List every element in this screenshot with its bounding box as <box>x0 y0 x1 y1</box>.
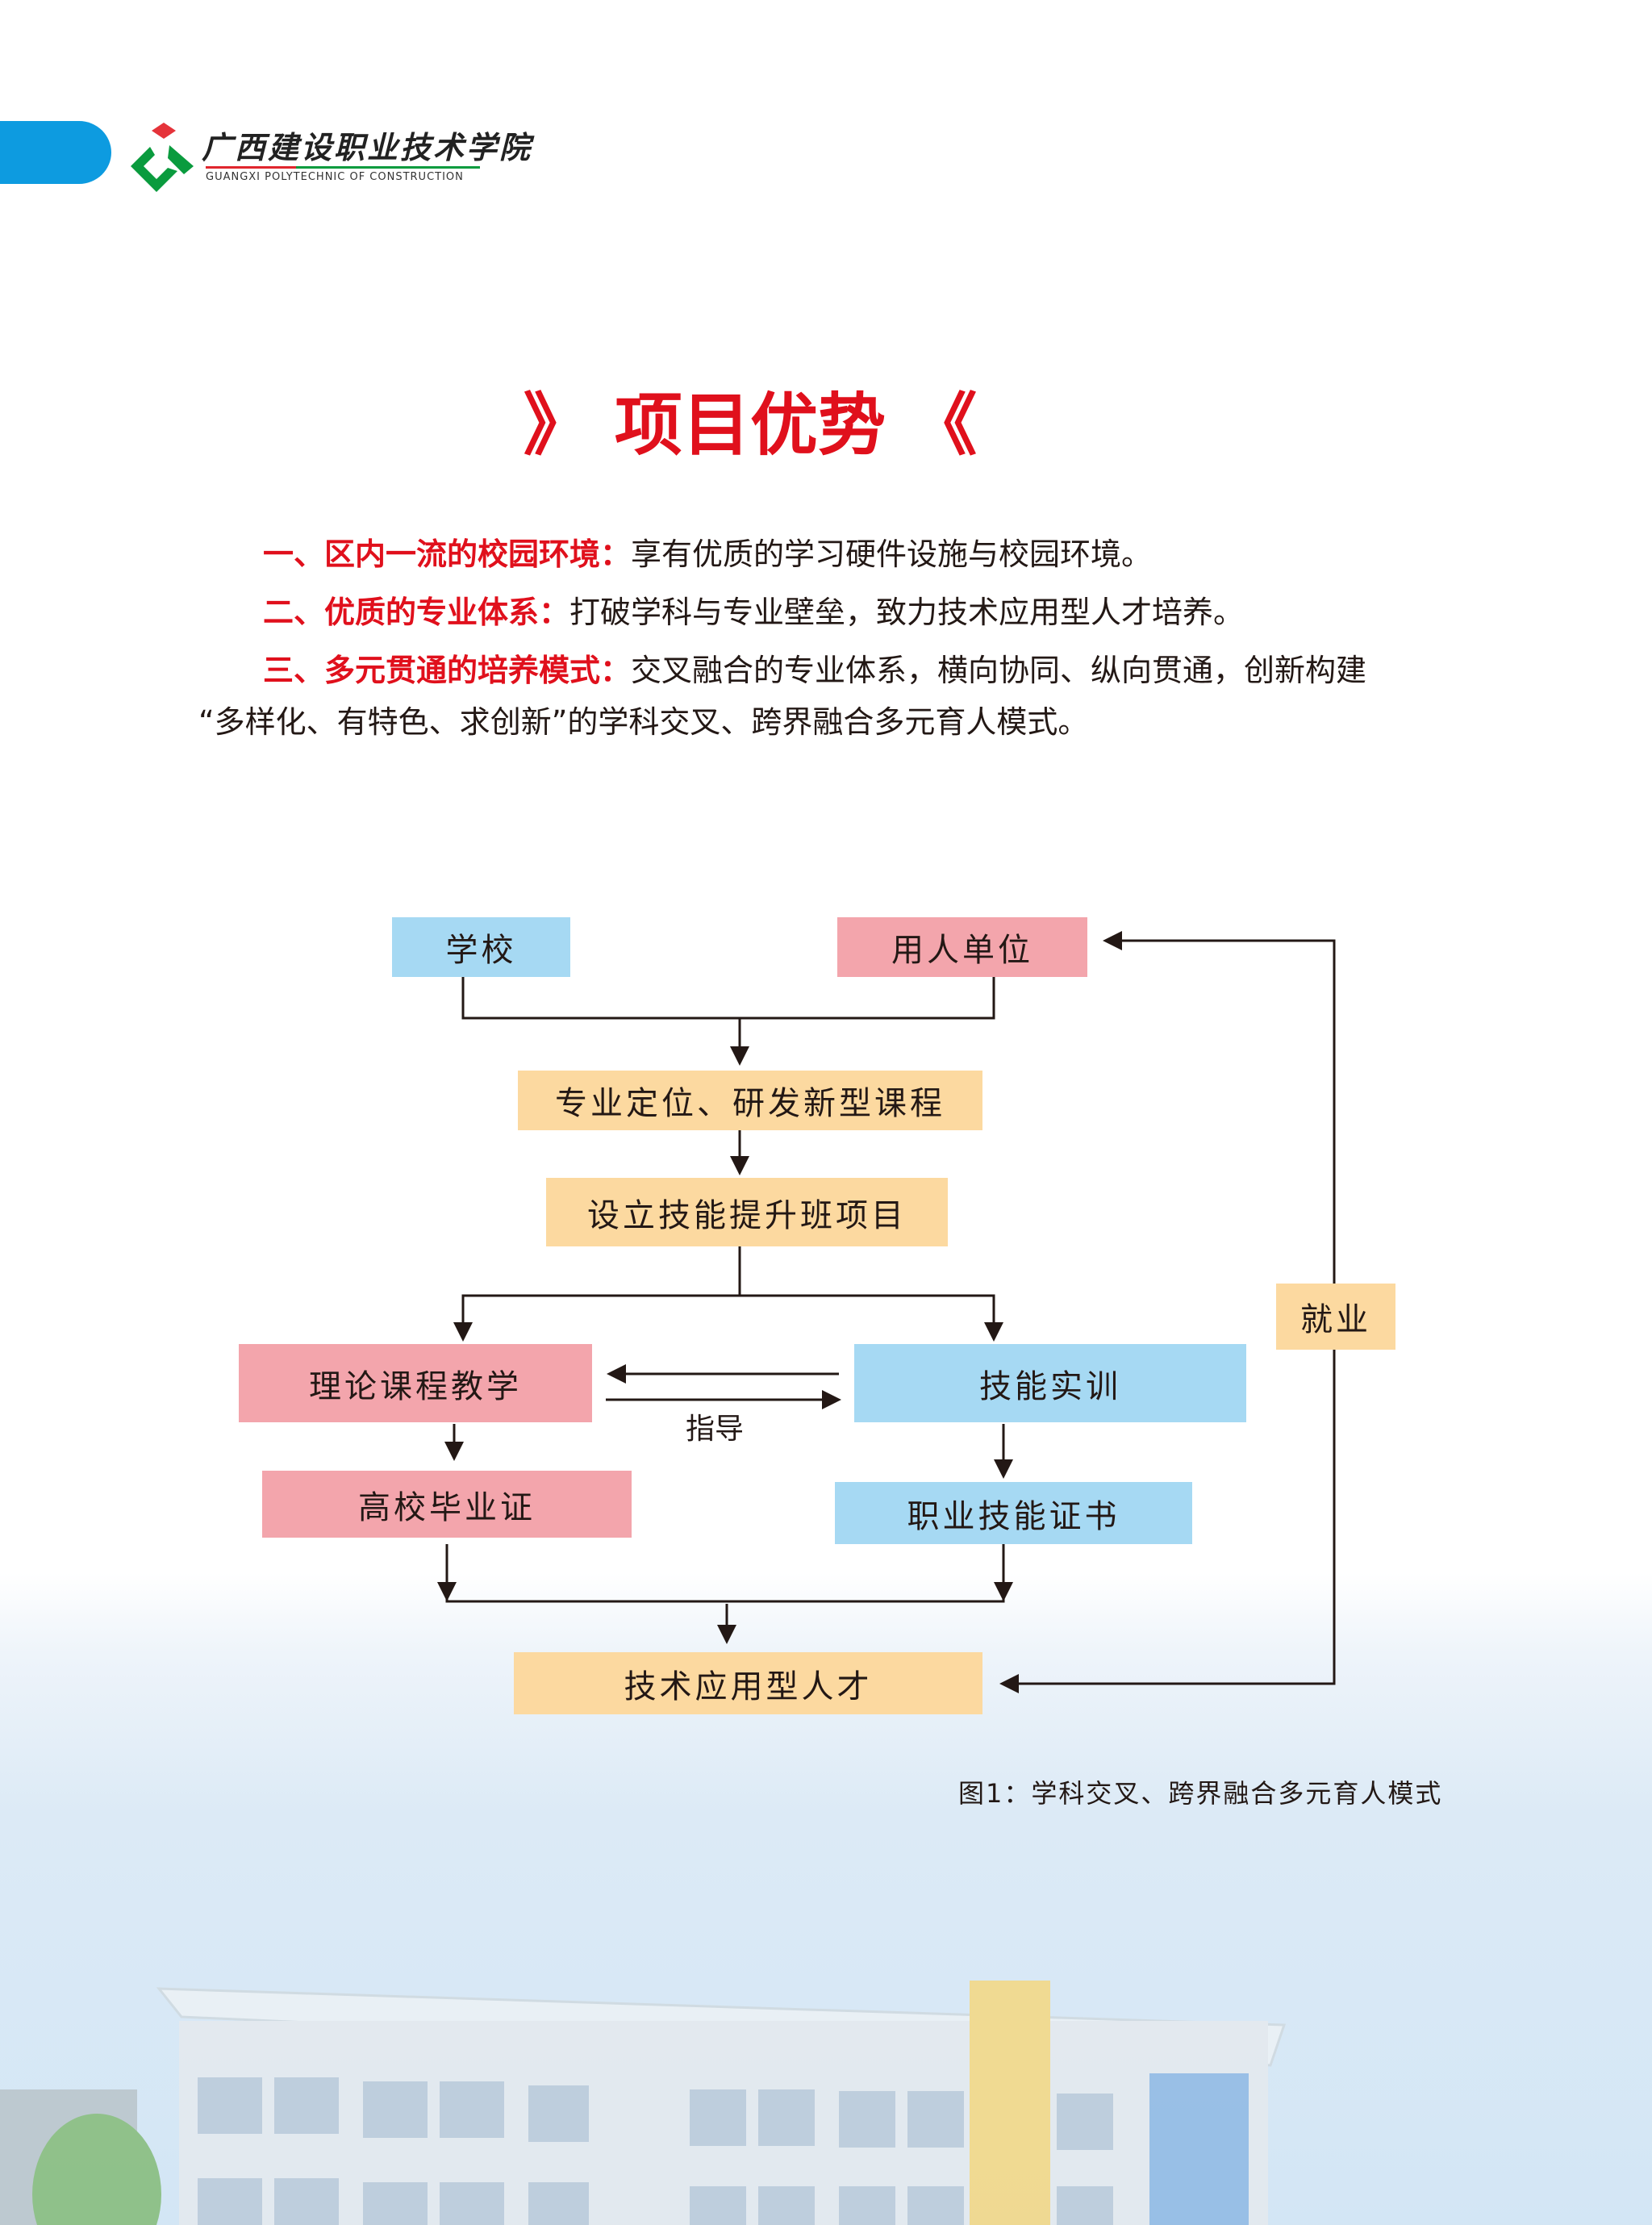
advantage-text: 享有优质的学习硬件设施与校园环境。 <box>631 536 1153 572</box>
advantage-3: 三、多元贯通的培养模式：交叉融合的专业体系，横向协同、纵向贯通，创新构建 <box>263 655 1537 686</box>
figure-caption: 图1：学科交叉、跨界融合多元育人模式 <box>958 1778 1443 1809</box>
college-name-en: GUANGXI POLYTECHNIC OF CONSTRUCTION <box>206 171 464 183</box>
advantage-3-continued: “多样化、有特色、求创新”的学科交叉、跨界融合多元育人模式。 <box>198 704 1089 740</box>
advantage-text: 交叉融合的专业体系，横向协同、纵向贯通，创新构建 <box>631 653 1367 688</box>
advantage-2: 二、优质的专业体系：打破学科与专业壁垒，致力技术应用型人才培养。 <box>263 597 1537 628</box>
guide-label: 指导 <box>686 1413 745 1446</box>
page-title: 》 项目优势 《 <box>523 386 978 465</box>
college-logo-icon <box>131 123 194 192</box>
college-name-cn: 广西建设职业技术学院 <box>202 129 533 165</box>
advantage-1: 一、区内一流的校园环境：享有优质的学习硬件设施与校园环境。 <box>263 539 1537 570</box>
logo-divider <box>206 166 480 169</box>
node-employer: 用人单位 <box>837 917 1087 977</box>
advantage-text: 打破学科与专业壁垒，致力技术应用型人才培养。 <box>569 595 1245 630</box>
node-certificate: 职业技能证书 <box>835 1482 1192 1544</box>
campus-building-image <box>0 1981 1287 2225</box>
advantage-heading: 三、多元贯通的培养模式： <box>263 653 632 688</box>
node-theory: 理论课程教学 <box>239 1344 592 1422</box>
advantage-heading: 一、区内一流的校园环境： <box>263 536 632 572</box>
node-class-setup: 设立技能提升班项目 <box>546 1178 948 1246</box>
node-employment: 就业 <box>1276 1284 1395 1350</box>
node-diploma: 高校毕业证 <box>262 1471 632 1538</box>
header-accent-tab <box>0 121 111 184</box>
node-positioning: 专业定位、研发新型课程 <box>518 1071 982 1130</box>
node-talent: 技术应用型人才 <box>514 1652 982 1714</box>
advantage-heading: 二、优质的专业体系： <box>263 595 570 630</box>
node-training: 技能实训 <box>854 1344 1246 1422</box>
flow-connectors <box>437 931 1336 1693</box>
node-school: 学校 <box>392 917 570 977</box>
